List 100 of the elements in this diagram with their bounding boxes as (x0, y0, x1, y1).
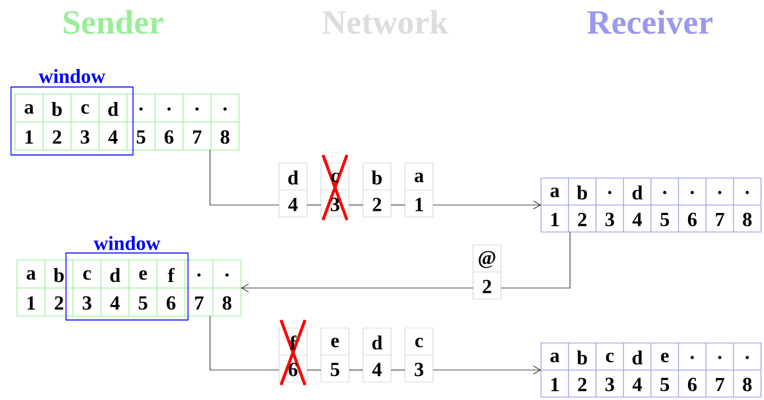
table-cell: f (168, 268, 175, 282)
packet (362, 328, 392, 382)
table-cell: 8 (222, 296, 232, 310)
table-cell: 4 (632, 378, 642, 392)
table-cell: c (415, 338, 423, 348)
table-cell: 5 (660, 378, 670, 392)
table-cell: d (632, 350, 643, 365)
table-cell: 7 (195, 296, 204, 310)
table-cell: b (576, 185, 587, 200)
table-cell: c (606, 352, 614, 362)
connector-line (390, 204, 406, 206)
table-cell: a (550, 352, 560, 362)
table-cell: 3 (606, 212, 614, 226)
table-cell: c (81, 104, 89, 114)
table-cell: 4 (110, 296, 120, 310)
table-cell: . (195, 107, 199, 111)
column-heading: Sender (64, 10, 164, 34)
table-cell: 5 (136, 130, 146, 144)
table-cell: d (288, 170, 298, 185)
column-heading: Receiver (587, 10, 713, 34)
packet (278, 162, 308, 218)
table-cell: d (372, 335, 382, 350)
table-cell: 3 (606, 378, 614, 392)
table-cell: b (576, 350, 587, 365)
table-cell: . (690, 356, 694, 360)
connector-line (306, 204, 322, 206)
table-cell: 6 (164, 130, 174, 144)
table-cell: . (746, 190, 749, 194)
table-cell: 3 (82, 296, 92, 310)
table-cell: e (661, 352, 669, 362)
buffer-table (14, 94, 240, 150)
table-cell: 2 (482, 280, 492, 294)
table-cell: 8 (742, 378, 752, 392)
table-cell: 1 (416, 198, 423, 212)
table-cell: 2 (54, 296, 64, 310)
table-cell: 4 (372, 362, 382, 376)
arrow (432, 366, 541, 374)
packet (472, 244, 502, 300)
table-cell: a (550, 188, 560, 198)
table-cell: . (139, 107, 143, 111)
table-cell: 8 (742, 212, 752, 226)
packet (404, 162, 434, 218)
table-cell: 7 (716, 378, 724, 392)
table-cell: . (225, 273, 229, 277)
table-cell: 1 (551, 378, 559, 392)
table-cell: 5 (138, 296, 148, 310)
table-cell: 4 (632, 212, 642, 226)
table-cell: 6 (166, 296, 176, 310)
table-cell: . (167, 107, 171, 111)
table-cell: 6 (688, 212, 697, 226)
table-cell: 6 (688, 378, 697, 392)
table-cell: . (718, 356, 722, 360)
table-cell: 6 (288, 362, 298, 376)
table-cell: a (24, 104, 34, 114)
table-cell: . (197, 273, 201, 277)
table-cell: . (663, 190, 666, 194)
table-cell: b (54, 268, 64, 282)
table-cell: b (52, 102, 62, 116)
table-cell: 1 (28, 296, 35, 310)
connector-line (348, 204, 364, 206)
table-cell: . (690, 190, 694, 194)
buffer-table (540, 178, 762, 232)
table-cell: d (110, 268, 120, 282)
table-cell: . (608, 190, 612, 194)
table-cell: 3 (80, 130, 90, 144)
table-cell: 8 (220, 130, 230, 144)
table-cell: . (746, 356, 749, 360)
table-cell: c (83, 270, 91, 280)
arrow (432, 200, 541, 210)
table-cell: . (718, 190, 722, 194)
buffer-table (540, 342, 762, 398)
table-cell: 3 (414, 362, 424, 376)
table-cell: d (108, 102, 118, 116)
table-cell: 7 (193, 130, 202, 144)
packet (320, 328, 350, 382)
table-cell: a (414, 172, 424, 182)
table-cell: e (139, 270, 147, 280)
packet (362, 162, 392, 218)
arrow (241, 284, 474, 292)
connector-line (210, 150, 280, 206)
table-cell: @ (478, 250, 496, 268)
table-cell: b (372, 170, 382, 185)
connector-line (500, 232, 570, 288)
table-cell: 1 (551, 212, 559, 226)
table-cell: . (223, 107, 227, 111)
packet (404, 328, 434, 382)
table-cell: 7 (716, 212, 724, 226)
table-cell: 2 (578, 212, 586, 226)
table-cell: 5 (330, 362, 340, 376)
table-cell: 2 (578, 378, 586, 392)
table-cell: 5 (660, 212, 670, 226)
table-cell: 3 (330, 198, 340, 212)
table-cell: 2 (372, 198, 382, 212)
table-cell: 4 (288, 198, 298, 212)
table-cell: 1 (26, 130, 33, 144)
table-cell: e (331, 338, 339, 348)
connector-line (210, 316, 280, 370)
table-cell: a (26, 270, 36, 280)
table-cell: 4 (108, 130, 118, 144)
buffer-table (16, 260, 242, 316)
